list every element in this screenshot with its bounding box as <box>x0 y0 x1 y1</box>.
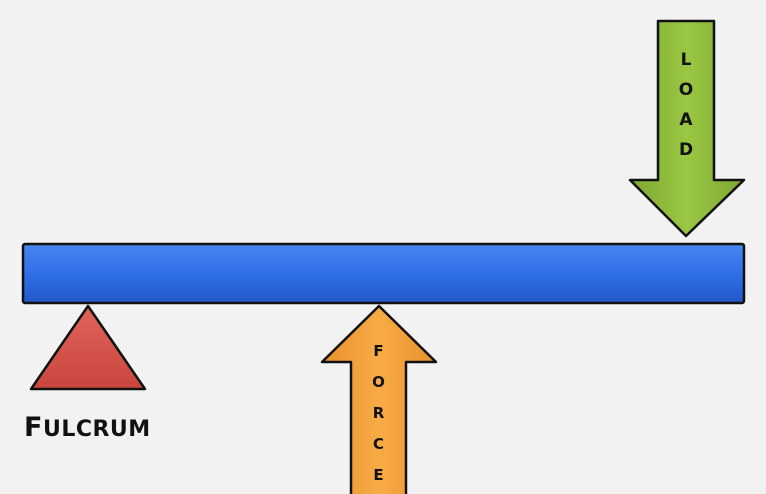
load-letter: A <box>679 110 693 130</box>
fulcrum-label: FULCRUM <box>24 412 151 443</box>
load-letter: D <box>678 140 694 160</box>
force-label: F O R C E <box>350 336 407 491</box>
force-letter: E <box>373 466 384 484</box>
force-letter: O <box>372 373 385 391</box>
force-letter: R <box>372 404 385 422</box>
fulcrum-triangle <box>29 304 147 391</box>
force-arrow <box>320 304 438 494</box>
fulcrum-label-rest: ULCRUM <box>42 417 151 442</box>
lever-beam <box>21 242 746 305</box>
load-arrow <box>628 19 746 238</box>
load-label: L O A D <box>659 45 713 165</box>
force-letter: C <box>372 435 384 453</box>
load-letter: O <box>678 80 694 100</box>
fulcrum-label-initial: F <box>24 412 43 443</box>
load-letter: L <box>680 50 692 70</box>
force-letter: F <box>373 342 384 360</box>
